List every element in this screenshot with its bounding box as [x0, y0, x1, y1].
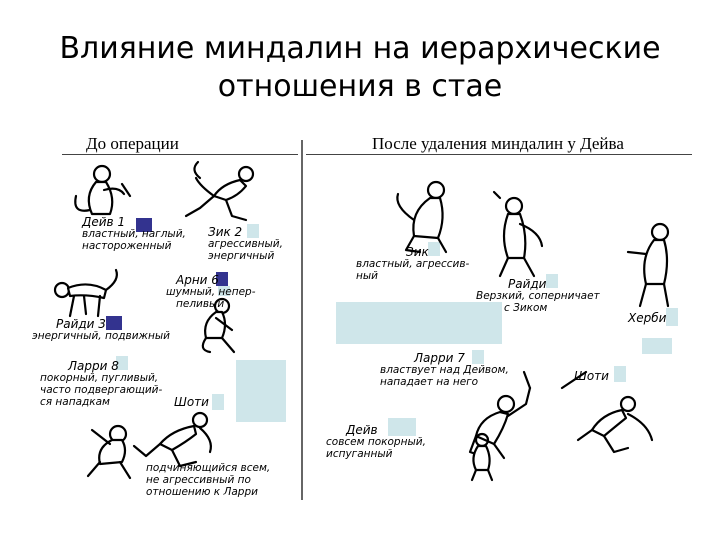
name-arni-before: Арни 6: [176, 273, 219, 287]
label-raidi-before: Райди 3 энергичный, подвижный: [32, 318, 170, 342]
desc-arni-before-2: пеливый: [176, 298, 225, 310]
monkey-dave-before: [74, 164, 132, 216]
after-heading-underline: [306, 154, 692, 155]
name-dave-after: Дейв: [346, 423, 378, 437]
marker-blue-zik-after: [428, 242, 440, 256]
name-dave-before: Дейв 1: [82, 215, 126, 229]
name-shoti-after: Шоти: [574, 369, 609, 383]
label-dave-after: Дейв совсем покорный, испуганный: [326, 424, 426, 460]
marker-blue-zik: [247, 224, 259, 238]
before-heading-underline: [62, 154, 298, 155]
marker-blue-block-left: [236, 360, 286, 422]
desc-dave-after-1: совсем покорный,: [326, 436, 426, 448]
name-larri-after: Ларри 7: [414, 351, 465, 365]
label-zik-before: Зик 2 агрессивный, энергичный: [208, 226, 283, 262]
desc-raidi-after-2: с Зиком: [504, 302, 548, 314]
label-larri-after: Ларри 7 властвует над Дейвом, нападает н…: [380, 352, 509, 388]
label-arni-before: Арни 6 шумный, непер- пеливый: [166, 274, 256, 310]
monkey-larri-before: [86, 424, 132, 480]
desc-raidi-before-1: энергичный, подвижный: [32, 330, 170, 342]
monkey-shoti-after: [560, 370, 654, 454]
monkey-arni-before: [201, 297, 236, 354]
desc-zik-before-1: агрессивный,: [208, 238, 283, 250]
name-shoti-before: Шоти: [174, 395, 209, 409]
marker-navy-dave: [136, 218, 152, 232]
marker-blue-block-center: [336, 302, 502, 344]
label-larri-before: Ларри 8 покорный, пугливый, часто подвер…: [40, 360, 162, 408]
name-zik-after: Зик: [406, 245, 429, 259]
marker-navy-arni: [216, 272, 228, 286]
desc-dave-before-1: властный, наглый,: [82, 228, 186, 240]
desc-shoti-before-1: подчиняющийся всем,: [146, 462, 271, 474]
name-herbi-after: Херби: [628, 311, 667, 325]
marker-navy-raidi: [106, 316, 122, 330]
monkey-shoti-before: [132, 411, 212, 468]
monkey-raidi-after: [492, 190, 544, 278]
desc-larri-before-1: покорный, пугливый,: [40, 372, 159, 384]
label-shoti-before-desc: подчиняющийся всем, не агрессивный по от…: [146, 462, 270, 498]
desc-zik-after-2: ный: [356, 270, 378, 282]
label-shoti-before: Шоти: [174, 396, 209, 408]
marker-blue-herbi: [666, 308, 678, 326]
desc-dave-after-2: испуганный: [326, 448, 393, 460]
name-raidi-before: Райди 3: [56, 317, 106, 331]
label-herbi-after: Херби: [628, 312, 666, 324]
monkey-larri-after: [468, 370, 532, 460]
label-shoti-after: Шоти: [574, 370, 609, 382]
monkey-raidi-before: [53, 268, 118, 318]
monkey-zik-after: [396, 180, 448, 254]
desc-zik-after-1: властный, агрессив-: [356, 258, 470, 270]
desc-dave-before-2: настороженный: [82, 240, 172, 252]
after-heading: После удаления миндалин у Дейва: [372, 134, 624, 153]
marker-blue-shoti-after: [614, 366, 626, 382]
marker-blue-raidi-after: [546, 274, 558, 288]
desc-larri-after-1: властвует над Дейвом,: [380, 364, 509, 376]
title-line-1: Влияние миндалин на иерархические: [59, 31, 661, 66]
desc-raidi-after-1: Верзкий, соперничает: [476, 290, 600, 302]
label-dave-before: Дейв 1 властный, наглый, настороженный: [82, 216, 186, 252]
name-larri-before: Ларри 8: [68, 359, 119, 373]
desc-larri-after-2: нападает на него: [380, 376, 479, 388]
marker-blue-larri: [116, 356, 128, 370]
slide-title: Влияние миндалин на иерархические отноше…: [0, 30, 720, 106]
desc-shoti-before-3: отношению к Ларри: [146, 486, 258, 498]
marker-blue-larri-after: [472, 350, 484, 364]
marker-blue-right: [642, 338, 672, 354]
marker-blue-shoti: [212, 394, 224, 410]
name-zik-before: Зик 2: [208, 225, 243, 239]
column-divider: [301, 140, 303, 500]
desc-arni-before-1: шумный, непер-: [166, 286, 256, 298]
name-raidi-after: Райди: [508, 277, 547, 291]
desc-zik-before-2: энергичный: [208, 250, 275, 262]
desc-larri-before-3: ся нападкам: [40, 396, 110, 408]
monkey-dave-after: [470, 432, 494, 482]
desc-shoti-before-2: не агрессивный по: [146, 474, 251, 486]
desc-larri-before-2: часто подвергающий-: [40, 384, 163, 396]
before-heading: До операции: [86, 134, 179, 153]
label-raidi-after: Райди Верзкий, соперничает с Зиком: [476, 278, 600, 314]
monkey-zik-before: [184, 160, 255, 222]
marker-blue-dave-after: [388, 418, 416, 436]
label-zik-after: Зик властный, агрессив- ный: [356, 246, 469, 282]
marker-blue-arni: [218, 286, 230, 296]
title-line-2: отношения в стае: [217, 69, 503, 104]
monkey-herbi-after: [626, 222, 670, 308]
